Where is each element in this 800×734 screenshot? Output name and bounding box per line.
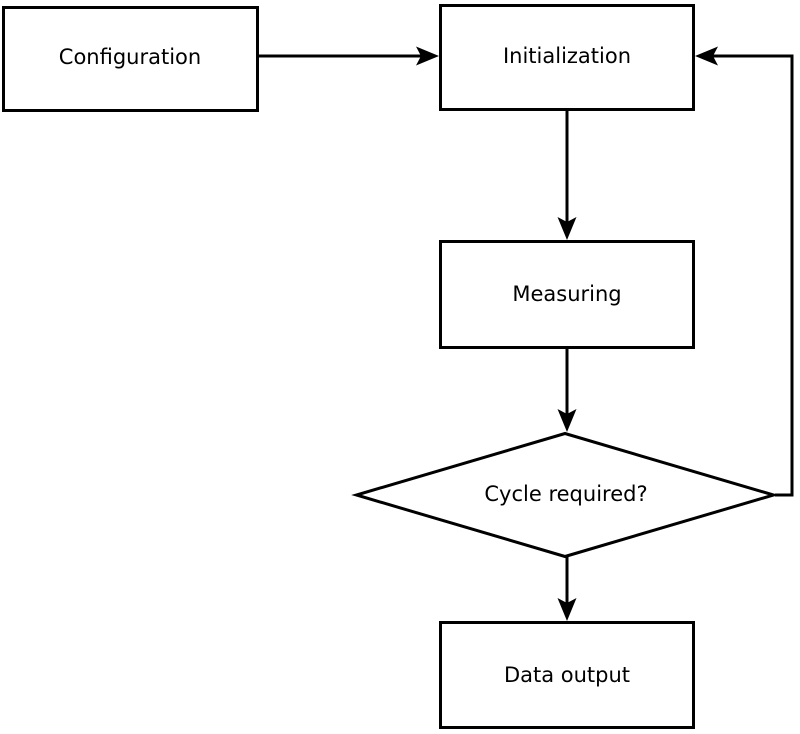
arrow-head-icon <box>557 598 577 621</box>
edge-cycle-required-to-initialization <box>695 46 794 497</box>
edge-cycle-required-to-data-output <box>557 552 577 621</box>
node-configuration[interactable]: Configuration <box>2 6 259 112</box>
node-data-output-label: Data output <box>504 663 630 687</box>
node-measuring[interactable]: Measuring <box>439 240 695 349</box>
edge-measuring-to-cycle-required <box>557 349 577 432</box>
node-cycle-required[interactable]: Cycle required? <box>351 431 779 559</box>
node-measuring-label: Measuring <box>512 282 621 306</box>
node-measuring-shape <box>439 240 695 349</box>
edge-configuration-to-initialization <box>259 46 439 66</box>
arrow-head-icon <box>557 409 577 432</box>
node-data-output[interactable]: Data output <box>439 621 695 729</box>
node-cycle-required-label: Cycle required? <box>484 482 647 506</box>
arrow-head-icon <box>695 46 718 66</box>
node-configuration-shape <box>2 6 259 112</box>
edge-line <box>707 54 794 497</box>
arrow-head-icon <box>416 46 439 66</box>
edge-initialization-to-measuring <box>557 111 577 240</box>
node-initialization[interactable]: Initialization <box>439 4 695 111</box>
node-cycle-required-shape <box>351 431 779 559</box>
node-configuration-label: Configuration <box>59 45 201 69</box>
node-data-output-shape <box>439 621 695 729</box>
node-initialization-label: Initialization <box>503 44 631 68</box>
arrow-head-icon <box>557 217 577 240</box>
node-initialization-shape <box>439 4 695 111</box>
